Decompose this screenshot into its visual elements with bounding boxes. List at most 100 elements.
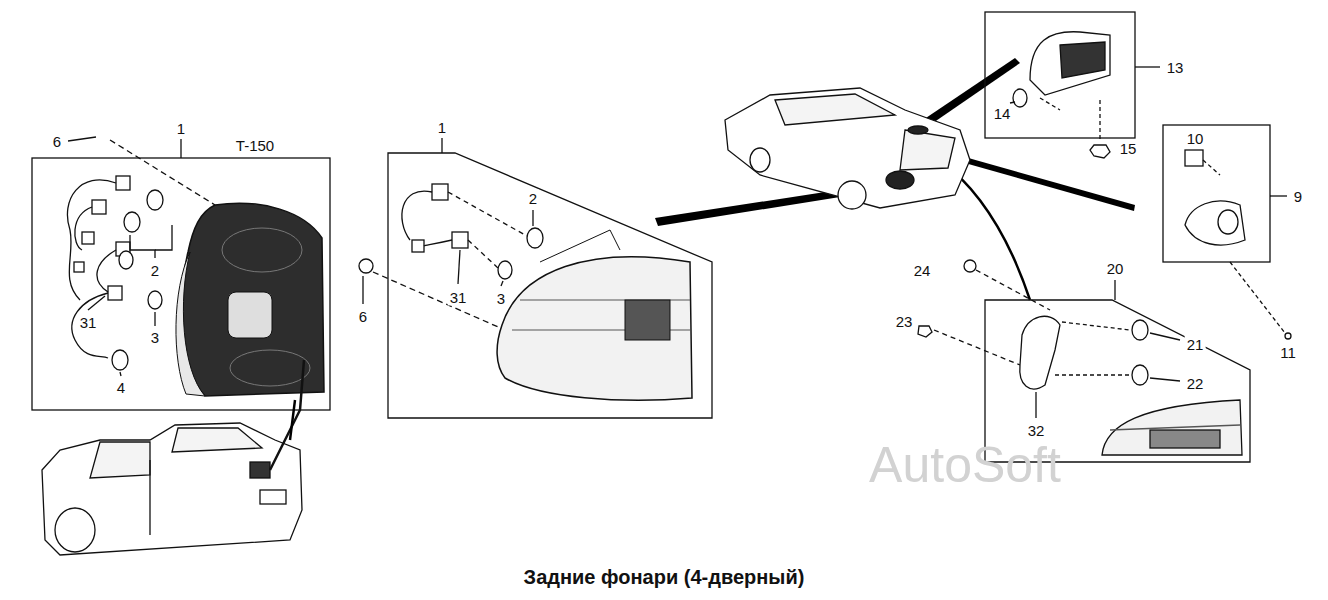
middle-tail-lamp-part: [625, 300, 670, 340]
middle-lamp-panel-part: [412, 240, 424, 252]
middle-lamp-panel-part: [359, 259, 373, 273]
left-lamp-panel-part: [108, 286, 122, 300]
inner-lamp-panel-part: [1132, 365, 1148, 385]
middle-lamp-panel-part: [458, 250, 460, 284]
inner-lamp-panel-part: [1062, 322, 1130, 330]
plate-lamp-panel-part: [1218, 210, 1238, 234]
callout-number: 9: [1292, 188, 1304, 205]
left-lamp-panel-part: [82, 232, 94, 244]
left-tail-lamp-part: [228, 292, 272, 338]
plate-lamp-panel-part: [1230, 262, 1285, 333]
middle-lamp-panel-part: [402, 191, 432, 240]
sedan-rear-view-part: [172, 428, 262, 452]
middle-lamp-panel-part: [501, 281, 503, 286]
middle-lamp-panel-part: [373, 272, 505, 330]
watermark: AutoSoft: [869, 440, 1061, 490]
middle-lamp-panel-part: [498, 261, 512, 279]
left-lamp-panel-part: [154, 312, 155, 326]
middle-tail-lamp-part: [497, 257, 692, 400]
callout-number: 3: [149, 329, 161, 346]
left-tail-lamp-part: [176, 252, 205, 396]
sedan-rear-view-part: [55, 508, 95, 552]
left-lamp-panel-part: [67, 180, 116, 300]
sedan-three-quarter-part: [886, 171, 914, 189]
left-tail-lamp-part: [222, 228, 302, 272]
left-lamp-panel-part: [75, 207, 92, 250]
left-tail-lamp: [176, 203, 324, 396]
sedan-rear-view-part: [250, 462, 270, 478]
inner-lamp-panel-part: [1020, 316, 1060, 389]
inner-lamp-panel-part: [1132, 320, 1148, 340]
inner-lamp-panel-part: [1110, 425, 1240, 430]
sedan-rear-view-part: [149, 460, 150, 535]
sedan-three-quarter-part: [775, 94, 895, 125]
left-lamp-panel-part: [130, 235, 155, 258]
plate-lamp-panel-part: [1203, 160, 1220, 175]
inner-lamp-panel-part: [918, 326, 932, 337]
callout-number: 23: [894, 313, 915, 330]
middle-lamp-panel-part: [448, 192, 527, 236]
middle-lamp-panel-part: [362, 276, 363, 304]
sedan-rear-view-part: [270, 360, 304, 470]
plate-lamp-panel-part: [1185, 201, 1245, 245]
left-lamp-panel-part: [32, 158, 330, 410]
high-stop-lamp-panel-part: [1010, 102, 1015, 103]
callout-number: 6: [51, 133, 63, 150]
left-lamp-panel: [32, 137, 330, 410]
sedan-three-quarter-part: [725, 88, 970, 208]
high-stop-lamp-panel: [985, 12, 1160, 158]
callout-number: 1: [436, 119, 448, 136]
sedan-three-quarter-part: [750, 148, 770, 172]
sedan-three-quarter-part: [900, 130, 955, 170]
high-stop-lamp-panel-part: [1030, 32, 1110, 95]
left-lamp-panel-part: [120, 372, 121, 376]
high-stop-lamp-panel-part: [985, 12, 1135, 138]
inner-lamp-panel-part: [1035, 392, 1036, 418]
inner-lamp-panel: [918, 260, 1250, 462]
middle-lamp-panel: [359, 138, 712, 418]
middle-lamp-panel-part: [532, 210, 533, 226]
inner-lamp-panel-part: [964, 260, 976, 272]
high-stop-lamp-panel-part: [1099, 100, 1100, 140]
callout-number: 22: [1185, 375, 1206, 392]
callout-number: 21: [1185, 336, 1206, 353]
plate-lamp-panel-part: [1270, 195, 1287, 196]
sedan-three-quarter: [725, 88, 970, 209]
callout-number: 6: [357, 308, 369, 325]
left-lamp-panel-part: [148, 291, 162, 309]
callout-number: 2: [149, 262, 161, 279]
left-lamp-panel-part: [116, 176, 130, 190]
plate-lamp-panel-part: [1163, 125, 1270, 262]
inner-lamp-panel-part: [985, 300, 1250, 462]
inner-lamp-panel-part: [1150, 333, 1180, 340]
sedan-rear-view-part: [90, 442, 150, 478]
inner-lamp-panel-part: [1150, 378, 1180, 381]
callout-number: 24: [912, 262, 933, 279]
sedan-rear-view-part: [42, 423, 302, 555]
high-stop-lamp-panel-part: [1090, 145, 1110, 158]
high-stop-lamp-panel-part: [1135, 66, 1160, 67]
callout-number: 14: [992, 105, 1013, 122]
callout-number: 31: [448, 289, 469, 306]
inner-lamp-panel-part: [1150, 430, 1220, 448]
callout-number: 15: [1118, 140, 1139, 157]
left-tail-lamp-part: [230, 350, 310, 386]
middle-lamp-panel-part: [468, 240, 498, 268]
callout-number: 20: [1105, 260, 1126, 277]
callout-number: 32: [1026, 422, 1047, 439]
left-lamp-panel-part: [124, 212, 140, 232]
callout-number: 13: [1165, 59, 1186, 76]
left-lamp-panel-part: [72, 293, 108, 358]
caption: Задние фонари (4-дверный): [524, 566, 805, 589]
inner-lamp-panel-part: [1102, 400, 1242, 455]
left-lamp-panel-part: [180, 139, 181, 158]
middle-lamp-panel-part: [388, 153, 712, 418]
inner-lamp-panel-part: [976, 270, 1050, 310]
high-stop-lamp-panel-part: [1060, 42, 1105, 78]
inner-lamp-panel-part: [1055, 374, 1130, 375]
pointer-lines-part: [290, 400, 295, 440]
middle-tail-lamp-part: [540, 230, 620, 262]
left-lamp-panel-part: [92, 200, 106, 214]
middle-lamp-panel-part: [441, 138, 442, 153]
